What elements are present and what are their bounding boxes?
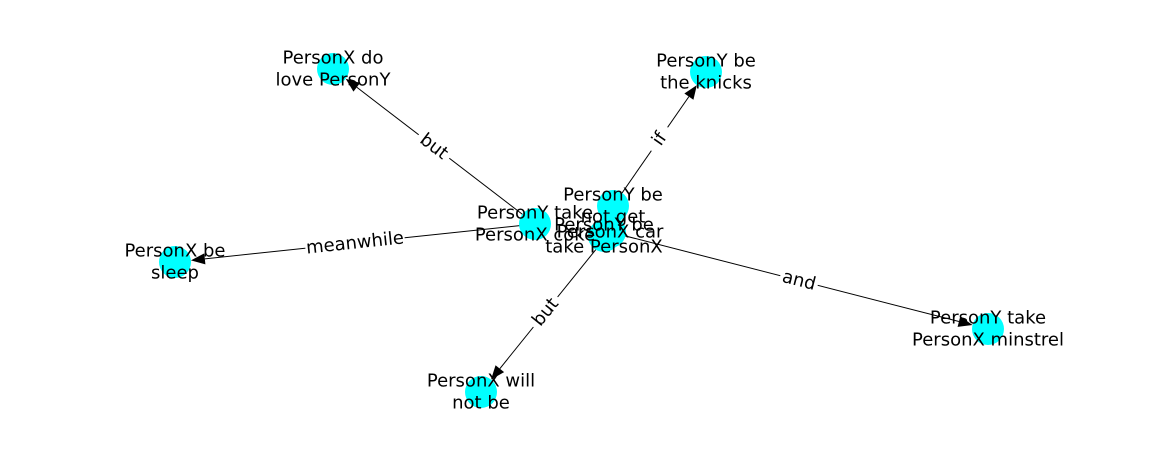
edge bbox=[612, 85, 697, 207]
edge-label-background bbox=[304, 226, 406, 260]
graph-node bbox=[317, 53, 349, 85]
node-label-line: PersonX car bbox=[557, 222, 664, 243]
node-label-line: PersonY take bbox=[930, 308, 1046, 329]
edge-label-background bbox=[777, 265, 821, 296]
node-label: PersonX car bbox=[557, 222, 664, 243]
arrowhead-icon bbox=[684, 85, 697, 100]
node-label-line: PersonY be bbox=[656, 51, 756, 72]
node-label-line: PersonY take bbox=[477, 203, 593, 224]
graph-node bbox=[519, 208, 551, 240]
node-label-line: the knicks bbox=[660, 73, 752, 94]
node-label-line: PersonY be bbox=[563, 185, 663, 206]
arrowhead-icon bbox=[957, 316, 973, 327]
edge-label-background bbox=[524, 290, 567, 334]
node-label-line: not get bbox=[581, 207, 646, 228]
node-label-line: not be bbox=[452, 393, 510, 414]
graph-node bbox=[159, 246, 191, 278]
edge-label: but bbox=[411, 126, 457, 167]
nodes-layer bbox=[159, 53, 1004, 408]
node-label-line: PersonX will bbox=[427, 371, 535, 392]
node-label-line: PersonX minstrel bbox=[912, 330, 1064, 351]
graph-node bbox=[972, 313, 1004, 345]
node-label-line: take PersonX bbox=[545, 237, 662, 258]
graph-node bbox=[597, 190, 629, 222]
edge-label: and bbox=[777, 265, 821, 296]
arrowhead-icon bbox=[491, 365, 505, 380]
graph-node bbox=[588, 220, 620, 252]
node-label-line: PersonX do bbox=[283, 48, 384, 69]
arrowhead-icon bbox=[345, 78, 361, 92]
node-label-line: PersonY be bbox=[554, 215, 654, 236]
edge-label-background bbox=[411, 126, 457, 167]
node-label-line: love PersonY bbox=[276, 70, 392, 91]
node-label-line: PersonX be bbox=[124, 241, 225, 262]
edge-label: meanwhile bbox=[304, 226, 406, 260]
edge-label-text: and bbox=[780, 266, 818, 295]
node-label-line: PersonX coke bbox=[475, 225, 595, 246]
edge-label-background bbox=[642, 121, 677, 157]
arrowhead-icon bbox=[190, 253, 206, 265]
edge-label: but bbox=[524, 290, 567, 334]
graph-node bbox=[690, 56, 722, 88]
edge-line bbox=[612, 96, 690, 207]
node-label-line: sleep bbox=[151, 263, 199, 284]
edge-label: if bbox=[642, 121, 677, 157]
graph-node bbox=[465, 376, 497, 408]
